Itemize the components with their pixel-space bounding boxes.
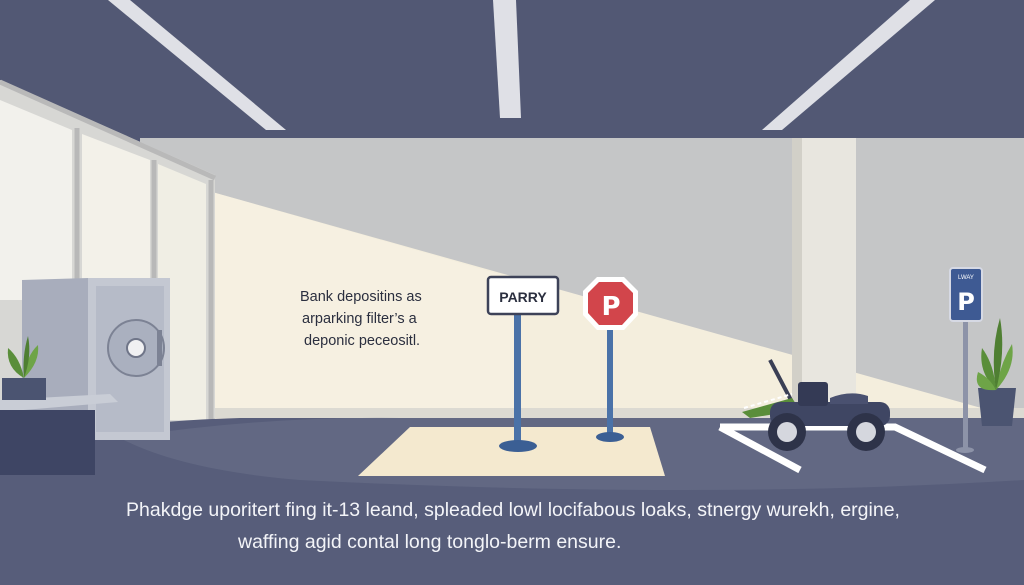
- ceiling-light-center: [493, 0, 521, 118]
- stop-p-sign: [583, 277, 638, 442]
- column: [792, 138, 856, 418]
- caption-line: waffing agid contal long tonglo-berm ens…: [238, 531, 622, 553]
- ceiling-light-right: [762, 0, 935, 130]
- parry-sign-label: PARRY: [499, 289, 547, 305]
- wall-sign-small-label: LWAY: [958, 275, 974, 281]
- potted-plant: [976, 318, 1016, 426]
- cleaning-machine: [742, 359, 890, 451]
- wall-text-line: deponic peceositl.: [304, 333, 421, 349]
- floor-trim: [150, 408, 1024, 418]
- wall-text-line: Bank depositins as: [300, 289, 422, 305]
- desk-plant: [2, 336, 46, 400]
- caption-line: Phakdge uporitert fing it-13 leand, sple…: [126, 499, 900, 521]
- wall-sign-letter: P: [957, 288, 975, 316]
- wall-text: Bank depositins as arparking filter’s a …: [300, 286, 490, 352]
- stop-sign-letter: P: [601, 292, 620, 322]
- ceiling-light-left: [108, 0, 286, 130]
- wall-p-sign: [949, 267, 983, 453]
- caption: Phakdge uporitert fing it-13 leand, sple…: [0, 494, 1024, 558]
- ceiling-lights: [108, 0, 935, 130]
- parry-sign-post: [486, 275, 560, 452]
- wall-text-line: arparking filter’s a: [302, 311, 417, 327]
